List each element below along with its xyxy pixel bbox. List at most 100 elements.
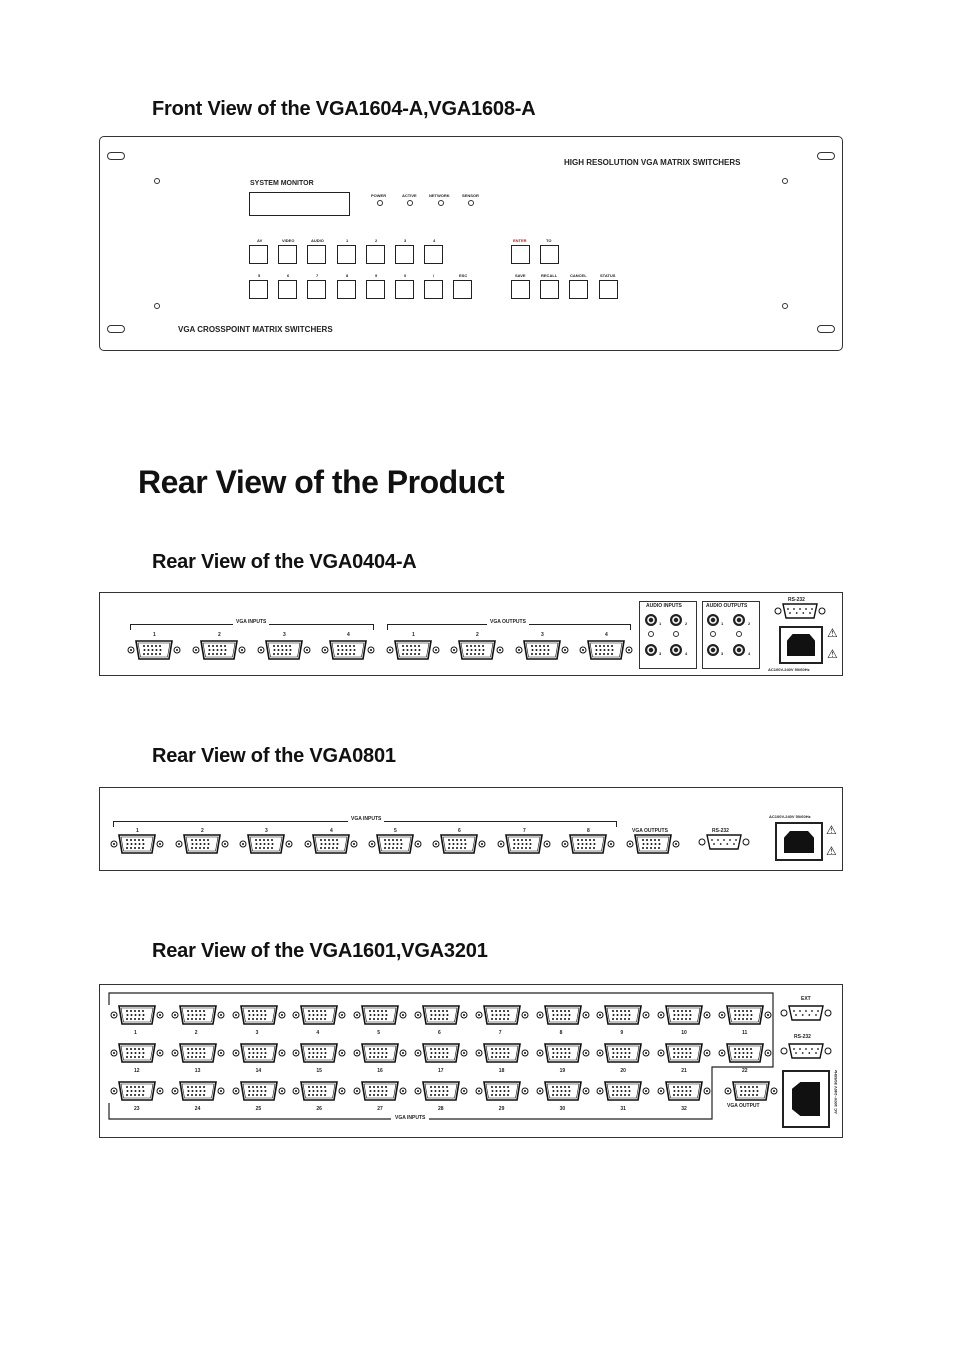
key-9-button[interactable] [366, 280, 385, 299]
key-1-button[interactable] [337, 245, 356, 264]
slash-button[interactable] [424, 280, 443, 299]
vga-input-connector[interactable] [292, 1081, 346, 1106]
vga-input-connector[interactable] [110, 1043, 164, 1068]
vga-output-connector[interactable] [579, 640, 633, 665]
cancel-button[interactable] [569, 280, 588, 299]
vga-input-connector[interactable] [432, 834, 486, 859]
vga-input-connector[interactable] [353, 1081, 407, 1106]
mount-slot [107, 325, 125, 333]
vga-input-connector[interactable] [171, 1081, 225, 1106]
rs232-label: RS-232 [794, 1034, 811, 1040]
vga-output-connector[interactable] [386, 640, 440, 665]
vga-input-connector[interactable] [497, 834, 551, 859]
vga-input-connector[interactable] [110, 1005, 164, 1030]
vga-output-connector[interactable] [450, 640, 504, 665]
key-7-button[interactable] [307, 280, 326, 299]
vga-input-connector[interactable] [596, 1081, 650, 1106]
vga-input-connector[interactable] [657, 1005, 711, 1030]
vga-output-connector[interactable] [724, 1081, 778, 1106]
vga-input-connector[interactable] [239, 834, 293, 859]
rs232-port[interactable] [774, 603, 826, 624]
vga-input-connector[interactable] [171, 1043, 225, 1068]
audio-output-jack[interactable] [707, 644, 719, 656]
vga-output-connector[interactable] [515, 640, 569, 665]
vga-input-connector[interactable] [536, 1043, 590, 1068]
vga-input-connector[interactable] [321, 640, 375, 665]
vga-input-connector[interactable] [127, 640, 181, 665]
button-label: 5 [258, 273, 261, 278]
vga-input-connector[interactable] [596, 1043, 650, 1068]
port-number: 4 [347, 632, 350, 638]
vga-input-connector[interactable] [232, 1081, 286, 1106]
vga-input-connector[interactable] [657, 1043, 711, 1068]
vga-input-connector[interactable] [353, 1043, 407, 1068]
vga-input-connector[interactable] [475, 1005, 529, 1030]
button-label: 7 [316, 273, 319, 278]
vga-input-connector[interactable] [232, 1043, 286, 1068]
vga-input-connector[interactable] [596, 1005, 650, 1030]
vga-input-connector[interactable] [368, 834, 422, 859]
vga-input-connector[interactable] [171, 1005, 225, 1030]
vga-outputs-label: VGA OUTPUTS [487, 619, 529, 625]
esc-button[interactable] [453, 280, 472, 299]
audio-input-jack[interactable] [645, 644, 657, 656]
video-button[interactable] [278, 245, 297, 264]
recall-button[interactable] [540, 280, 559, 299]
audio-output-jack[interactable] [733, 644, 745, 656]
audio-ring [673, 631, 679, 637]
audio-output-jack[interactable] [733, 614, 745, 626]
key-2-button[interactable] [366, 245, 385, 264]
to-button[interactable] [540, 245, 559, 264]
audio-input-jack[interactable] [670, 614, 682, 626]
vga-input-connector[interactable] [536, 1081, 590, 1106]
vga-input-connector[interactable] [110, 1081, 164, 1106]
audio-number: 2 [748, 621, 751, 626]
ext-port[interactable] [780, 1005, 832, 1026]
power-inlet[interactable] [782, 1070, 830, 1128]
power-inlet[interactable] [779, 626, 823, 664]
vga-input-connector[interactable] [110, 834, 164, 859]
port-number: 29 [498, 1106, 505, 1112]
button-label: 6 [287, 273, 290, 278]
status-button[interactable] [599, 280, 618, 299]
key-4-button[interactable] [424, 245, 443, 264]
vga-input-connector[interactable] [232, 1005, 286, 1030]
vga-input-connector[interactable] [414, 1005, 468, 1030]
vga-input-connector[interactable] [292, 1005, 346, 1030]
rs232-port[interactable] [780, 1043, 832, 1064]
vga-input-connector[interactable] [718, 1043, 772, 1068]
led-label: ACTIVE [402, 193, 417, 198]
power-inlet[interactable] [775, 822, 823, 861]
vga-input-connector[interactable] [353, 1005, 407, 1030]
rs232-label: RS-232 [788, 597, 805, 603]
vga-output-connector[interactable] [626, 834, 680, 859]
av-button[interactable] [249, 245, 268, 264]
audio-button[interactable] [307, 245, 326, 264]
vga-input-connector[interactable] [475, 1081, 529, 1106]
vga-input-connector[interactable] [536, 1005, 590, 1030]
key-5-button[interactable] [249, 280, 268, 299]
vga-input-connector[interactable] [414, 1081, 468, 1106]
enter-button[interactable] [511, 245, 530, 264]
save-button[interactable] [511, 280, 530, 299]
vga-input-connector[interactable] [718, 1005, 772, 1030]
audio-output-jack[interactable] [707, 614, 719, 626]
key-6-button[interactable] [278, 280, 297, 299]
port-number: 7 [498, 1030, 502, 1036]
key-8-button[interactable] [337, 280, 356, 299]
vga-input-connector[interactable] [304, 834, 358, 859]
vga-input-connector[interactable] [657, 1081, 711, 1106]
vga-input-connector[interactable] [475, 1043, 529, 1068]
audio-input-jack[interactable] [645, 614, 657, 626]
brand-right: HIGH RESOLUTION VGA MATRIX SWITCHERS [564, 158, 741, 167]
audio-input-jack[interactable] [670, 644, 682, 656]
key-0-button[interactable] [395, 280, 414, 299]
vga-input-connector[interactable] [175, 834, 229, 859]
vga-input-connector[interactable] [414, 1043, 468, 1068]
rs232-port[interactable] [698, 834, 750, 855]
vga-input-connector[interactable] [561, 834, 615, 859]
vga-input-connector[interactable] [192, 640, 246, 665]
vga-input-connector[interactable] [292, 1043, 346, 1068]
vga-input-connector[interactable] [257, 640, 311, 665]
key-3-button[interactable] [395, 245, 414, 264]
